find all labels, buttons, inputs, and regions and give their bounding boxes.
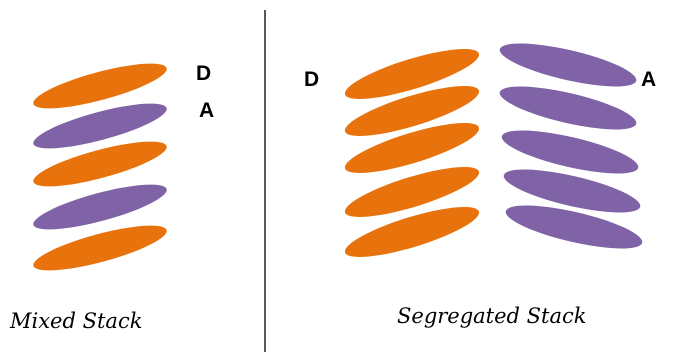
segregated-stack-panel: D A Segregated Stack [304,35,656,328]
segregated-donor-label: D [304,68,319,91]
segregated-acceptor-column [496,35,645,258]
segregated-acceptor-label: A [641,68,656,91]
segregated-acceptor-molecule-1 [496,35,639,96]
segregated-stack-caption: Segregated Stack [397,304,587,328]
segregated-donor-column [341,39,484,267]
mixed-donor-label: D [196,62,211,85]
mixed-stack-panel: D A Mixed Stack [9,55,214,333]
mixed-stack-molecules [30,55,171,280]
mixed-acceptor-label: A [199,99,214,122]
segregated-acceptor-molecule-2 [496,78,639,139]
mixed-stack-caption: Mixed Stack [9,309,142,333]
